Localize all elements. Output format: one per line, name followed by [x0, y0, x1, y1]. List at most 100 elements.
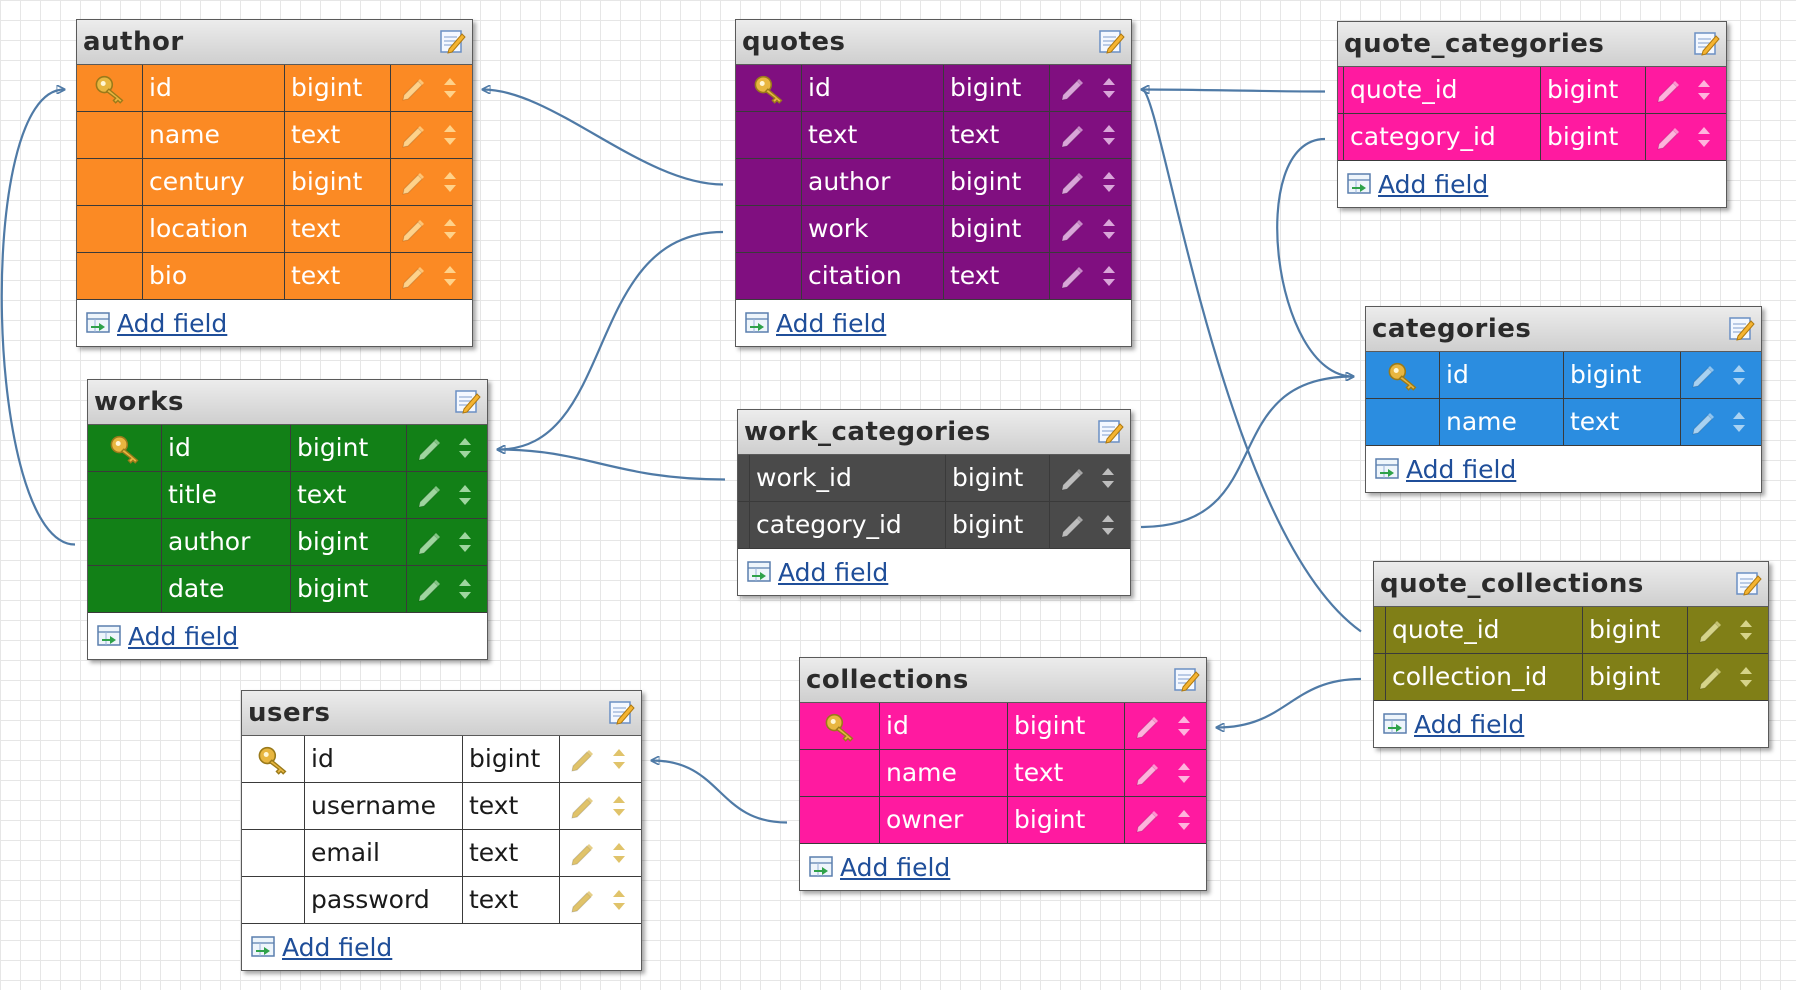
table-header[interactable]: quotes: [736, 20, 1131, 65]
relation-line[interactable]: [0, 90, 76, 546]
field-name[interactable]: author: [802, 159, 944, 205]
field-name[interactable]: work_id: [750, 455, 946, 501]
field-name[interactable]: id: [802, 65, 944, 111]
field-type[interactable]: bigint: [1541, 114, 1646, 160]
edit-table-icon[interactable]: [453, 387, 481, 415]
reorder-arrows-icon[interactable]: [1726, 409, 1752, 435]
reorder-arrows-icon[interactable]: [452, 482, 478, 508]
edit-table-icon[interactable]: [1172, 665, 1200, 693]
field-type[interactable]: text: [463, 783, 560, 829]
field-type[interactable]: bigint: [463, 736, 560, 782]
field-name[interactable]: id: [143, 65, 285, 111]
edit-field-icon[interactable]: [1059, 465, 1085, 491]
reorder-arrows-icon[interactable]: [1096, 263, 1122, 289]
field-type[interactable]: bigint: [1008, 703, 1125, 749]
add-field-link[interactable]: Add field: [840, 852, 951, 882]
add-field-link[interactable]: Add field: [117, 308, 228, 338]
edit-table-icon[interactable]: [1734, 569, 1762, 597]
field-name[interactable]: work: [802, 206, 944, 252]
edit-field-icon[interactable]: [569, 746, 595, 772]
add-field-link[interactable]: Add field: [128, 621, 239, 651]
field-type[interactable]: bigint: [1008, 797, 1125, 843]
reorder-arrows-icon[interactable]: [437, 263, 463, 289]
edit-field-icon[interactable]: [1059, 263, 1085, 289]
reorder-arrows-icon[interactable]: [1726, 362, 1752, 388]
edit-table-icon[interactable]: [1097, 27, 1125, 55]
field-name[interactable]: password: [305, 877, 463, 923]
field-type[interactable]: bigint: [1583, 607, 1688, 653]
field-name[interactable]: category_id: [750, 502, 946, 548]
edit-field-icon[interactable]: [416, 482, 442, 508]
edit-field-icon[interactable]: [1059, 75, 1085, 101]
field-name[interactable]: id: [1440, 352, 1564, 398]
add-field-link[interactable]: Add field: [1414, 709, 1525, 739]
edit-field-icon[interactable]: [1134, 760, 1160, 786]
relation-line[interactable]: [498, 230, 724, 450]
table-header[interactable]: collections: [800, 658, 1206, 703]
edit-field-icon[interactable]: [569, 887, 595, 913]
edit-table-icon[interactable]: [1727, 314, 1755, 342]
field-name[interactable]: quote_id: [1344, 67, 1541, 113]
add-field-link[interactable]: Add field: [776, 308, 887, 338]
reorder-arrows-icon[interactable]: [1691, 77, 1717, 103]
reorder-arrows-icon[interactable]: [1095, 465, 1121, 491]
edit-field-icon[interactable]: [1697, 617, 1723, 643]
reorder-arrows-icon[interactable]: [606, 840, 632, 866]
field-name[interactable]: id: [162, 425, 291, 471]
edit-table-icon[interactable]: [1096, 417, 1124, 445]
field-name[interactable]: username: [305, 783, 463, 829]
table-header[interactable]: quote_categories: [1338, 22, 1726, 67]
field-type[interactable]: text: [1008, 750, 1125, 796]
reorder-arrows-icon[interactable]: [452, 529, 478, 555]
field-type[interactable]: bigint: [291, 425, 407, 471]
field-type[interactable]: bigint: [291, 519, 407, 565]
reorder-arrows-icon[interactable]: [606, 793, 632, 819]
field-type[interactable]: text: [285, 112, 391, 158]
table-header[interactable]: users: [242, 691, 641, 736]
relation-line[interactable]: [1142, 90, 1326, 92]
edit-field-icon[interactable]: [1655, 77, 1681, 103]
field-name[interactable]: name: [1440, 399, 1564, 445]
field-type[interactable]: bigint: [1564, 352, 1681, 398]
reorder-arrows-icon[interactable]: [606, 887, 632, 913]
reorder-arrows-icon[interactable]: [437, 122, 463, 148]
field-name[interactable]: text: [802, 112, 944, 158]
field-type[interactable]: bigint: [1583, 654, 1688, 700]
field-name[interactable]: location: [143, 206, 285, 252]
relation-line[interactable]: [1217, 677, 1362, 728]
field-type[interactable]: text: [463, 830, 560, 876]
reorder-arrows-icon[interactable]: [437, 169, 463, 195]
table-header[interactable]: works: [88, 380, 487, 425]
field-type[interactable]: bigint: [285, 159, 391, 205]
field-type[interactable]: text: [944, 253, 1050, 299]
edit-field-icon[interactable]: [416, 576, 442, 602]
reorder-arrows-icon[interactable]: [437, 75, 463, 101]
edit-table-icon[interactable]: [1692, 29, 1720, 57]
field-type[interactable]: text: [944, 112, 1050, 158]
reorder-arrows-icon[interactable]: [1096, 169, 1122, 195]
field-type[interactable]: text: [285, 253, 391, 299]
edit-field-icon[interactable]: [1059, 512, 1085, 538]
field-type[interactable]: bigint: [944, 206, 1050, 252]
